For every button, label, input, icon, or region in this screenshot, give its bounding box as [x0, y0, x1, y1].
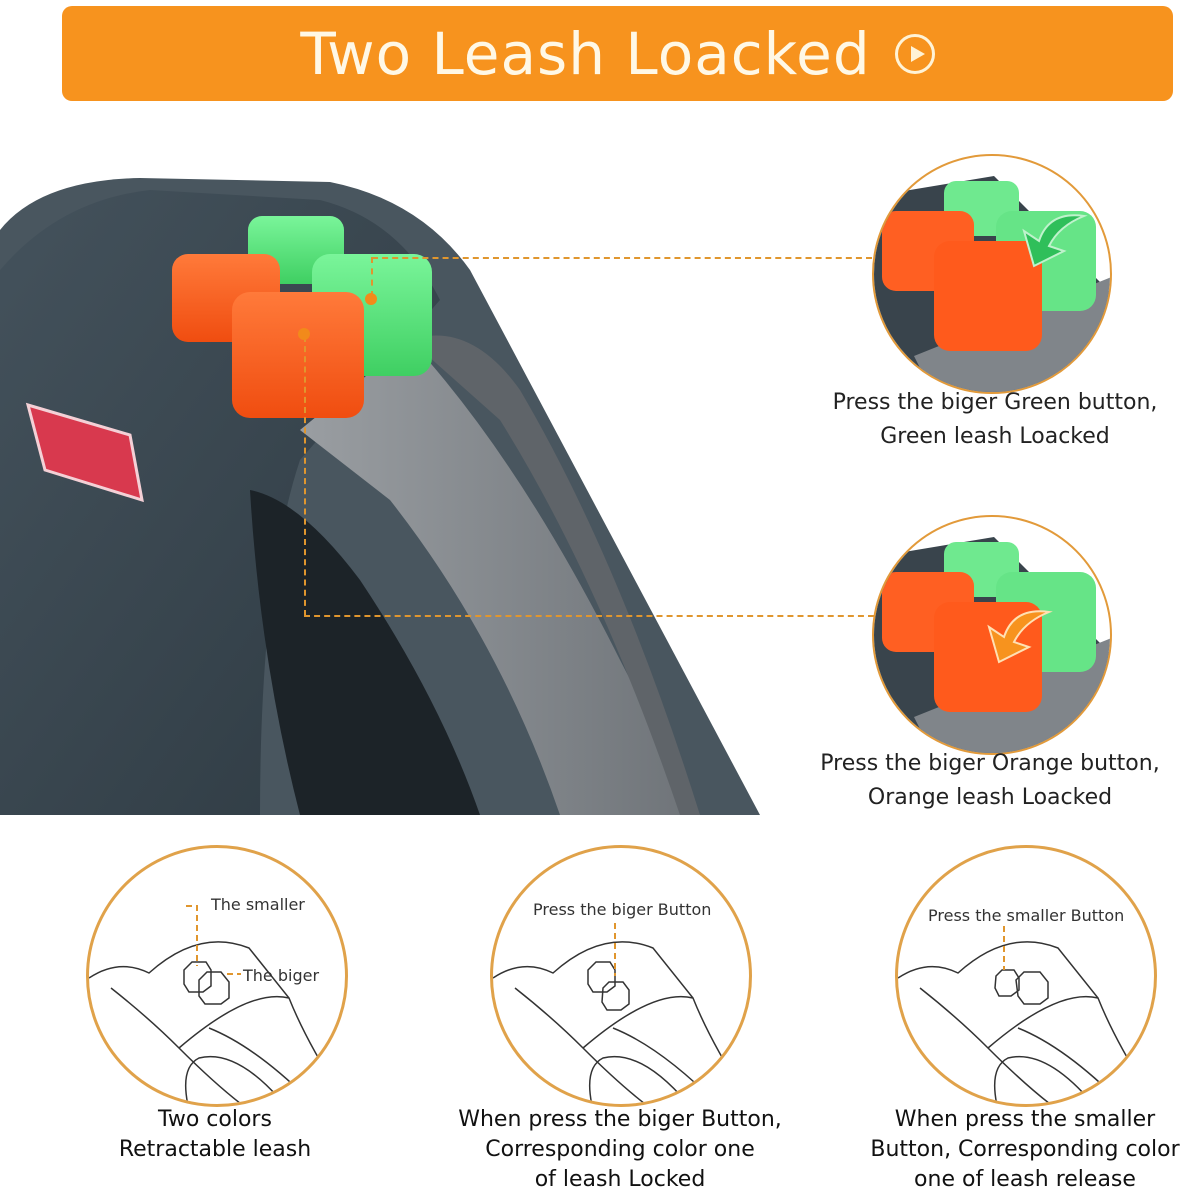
green-lock-closeup	[872, 154, 1112, 394]
orange-lock-caption: Press the biger Orange button, Orange le…	[795, 747, 1185, 815]
label-the-biger: The biger	[243, 966, 320, 985]
green-button-marker	[365, 293, 377, 305]
caption-line: one of leash release	[914, 1167, 1136, 1192]
leash-sketch-icon	[898, 926, 1154, 1104]
callout-line-orange-v	[304, 336, 306, 616]
press-arrow-icon	[1022, 214, 1088, 268]
leash-sketch-icon	[89, 905, 345, 1104]
diagram-press-smaller: Press the smaller Button	[895, 845, 1157, 1107]
play-circle-icon	[894, 33, 935, 74]
caption-line: When press the biger Button,	[458, 1107, 782, 1132]
callout-line-green-v	[371, 257, 373, 297]
callout-line-green	[372, 257, 872, 259]
button-closeup-image	[874, 537, 1110, 753]
label-the-smaller: The smaller	[211, 895, 305, 914]
label-press-biger: Press the biger Button	[533, 900, 712, 919]
press-arrow-icon	[987, 610, 1053, 664]
caption-line: Green leash Loacked	[880, 424, 1110, 449]
leash-product-image	[0, 178, 760, 815]
diagram-caption-3: When press the smaller Button, Correspon…	[840, 1105, 1200, 1195]
diagram-caption-1: Two colors Retractable leash	[80, 1105, 350, 1165]
diagram-button-sizes: The smaller The biger	[86, 845, 348, 1107]
diagram-caption-2: When press the biger Button, Correspondi…	[440, 1105, 800, 1195]
caption-line: Press the biger Green button,	[832, 390, 1158, 415]
callout-line-orange	[304, 615, 874, 617]
button-closeup-image	[874, 176, 1110, 392]
caption-line: Corresponding color one	[485, 1137, 755, 1162]
orange-button-marker	[298, 328, 310, 340]
title-banner: Two Leash Loacked	[62, 6, 1173, 101]
caption-line: Retractable leash	[118, 1137, 312, 1162]
leash-sketch-icon	[493, 923, 749, 1104]
green-lock-caption: Press the biger Green button, Green leas…	[800, 386, 1190, 454]
orange-lock-closeup	[872, 515, 1112, 755]
caption-line: Button, Corresponding color	[870, 1137, 1180, 1162]
caption-line: Two colors	[158, 1107, 272, 1132]
diagram-press-bigger: Press the biger Button	[490, 845, 752, 1107]
label-press-smaller: Press the smaller Button	[928, 906, 1125, 925]
caption-line: Press the biger Orange button,	[820, 751, 1160, 776]
caption-line: Orange leash Loacked	[867, 785, 1113, 810]
caption-line: When press the smaller	[894, 1107, 1156, 1132]
banner-title: Two Leash Loacked	[300, 19, 871, 88]
caption-line: of leash Locked	[534, 1167, 706, 1192]
